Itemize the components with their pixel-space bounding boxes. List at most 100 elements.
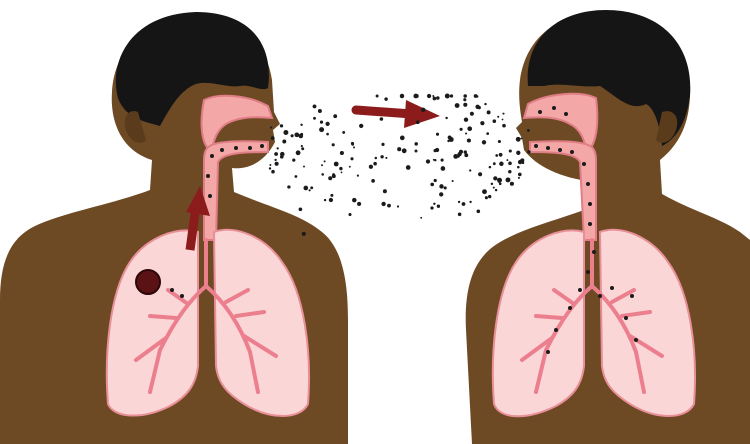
droplet — [321, 164, 323, 166]
droplet — [497, 116, 499, 118]
droplet — [313, 104, 317, 108]
droplet — [434, 149, 437, 152]
droplet — [397, 147, 401, 151]
droplet — [332, 143, 335, 146]
droplet — [491, 183, 493, 185]
droplet — [521, 137, 523, 139]
droplet — [436, 96, 440, 100]
droplet — [430, 183, 434, 187]
droplet — [441, 159, 444, 162]
droplet — [320, 121, 323, 124]
droplet — [493, 187, 495, 189]
droplet — [380, 155, 383, 158]
droplet — [449, 137, 454, 142]
droplet — [488, 195, 491, 198]
droplet — [400, 94, 404, 98]
droplet — [458, 201, 460, 203]
droplet — [416, 120, 420, 124]
droplet — [402, 148, 407, 153]
droplet — [269, 164, 271, 166]
droplet — [283, 130, 288, 135]
droplet — [470, 112, 474, 116]
droplet — [309, 189, 311, 191]
droplet — [330, 194, 333, 197]
droplet — [476, 209, 480, 213]
droplet — [439, 184, 443, 188]
droplet — [484, 103, 486, 105]
lesion — [136, 270, 160, 294]
droplet — [292, 158, 295, 161]
droplet — [464, 153, 468, 157]
droplet — [499, 153, 503, 157]
droplet — [480, 122, 482, 124]
droplet — [463, 103, 467, 107]
droplet — [502, 113, 504, 115]
droplet — [301, 145, 303, 147]
droplet — [326, 133, 329, 136]
droplet — [280, 152, 284, 156]
droplet — [527, 150, 530, 153]
droplet — [516, 151, 520, 155]
droplet — [527, 129, 530, 132]
droplet — [334, 162, 339, 167]
droplet — [456, 154, 460, 158]
droplet — [482, 140, 486, 144]
droplet — [427, 94, 431, 98]
droplet — [433, 159, 435, 161]
droplet — [455, 103, 460, 108]
droplet — [373, 162, 377, 166]
droplet — [433, 203, 435, 205]
droplet — [333, 114, 337, 118]
droplet — [413, 94, 418, 99]
droplet — [485, 196, 488, 199]
droplet — [426, 159, 430, 163]
droplet — [467, 126, 472, 131]
droplet — [430, 206, 433, 209]
droplet — [506, 177, 511, 182]
droplet — [415, 150, 418, 153]
droplet — [495, 189, 497, 191]
droplet — [452, 180, 454, 182]
droplet — [383, 189, 387, 193]
droplet — [274, 159, 276, 161]
droplet — [487, 110, 491, 114]
droplet — [517, 166, 520, 169]
droplet — [301, 147, 304, 150]
droplet — [369, 165, 373, 169]
droplet — [464, 150, 467, 153]
droplet — [328, 176, 332, 180]
droplet — [493, 176, 497, 180]
droplet — [439, 192, 443, 196]
droplet — [381, 202, 385, 206]
droplet — [375, 157, 378, 160]
droplet — [489, 166, 492, 169]
droplet — [324, 160, 326, 162]
droplet — [371, 179, 375, 183]
droplet — [302, 232, 306, 236]
droplet — [400, 136, 405, 141]
droplet — [458, 213, 462, 217]
droplet — [332, 174, 336, 178]
droplet — [342, 131, 345, 134]
droplet — [463, 98, 466, 101]
droplet — [353, 146, 355, 148]
droplet — [287, 185, 290, 188]
droplet — [351, 142, 354, 145]
droplet — [482, 189, 487, 194]
droplet — [295, 175, 298, 178]
droplet — [450, 94, 453, 97]
droplet — [463, 94, 467, 98]
droplet — [499, 182, 502, 185]
droplet — [357, 202, 361, 206]
droplet — [465, 132, 467, 134]
droplet — [436, 133, 439, 136]
droplet — [339, 167, 342, 170]
droplet — [464, 118, 468, 122]
droplet — [269, 167, 271, 169]
droplet — [270, 127, 272, 129]
droplet — [508, 170, 511, 173]
droplet — [445, 94, 450, 99]
droplet — [434, 179, 437, 182]
droplet — [437, 205, 440, 208]
droplet — [313, 117, 316, 120]
